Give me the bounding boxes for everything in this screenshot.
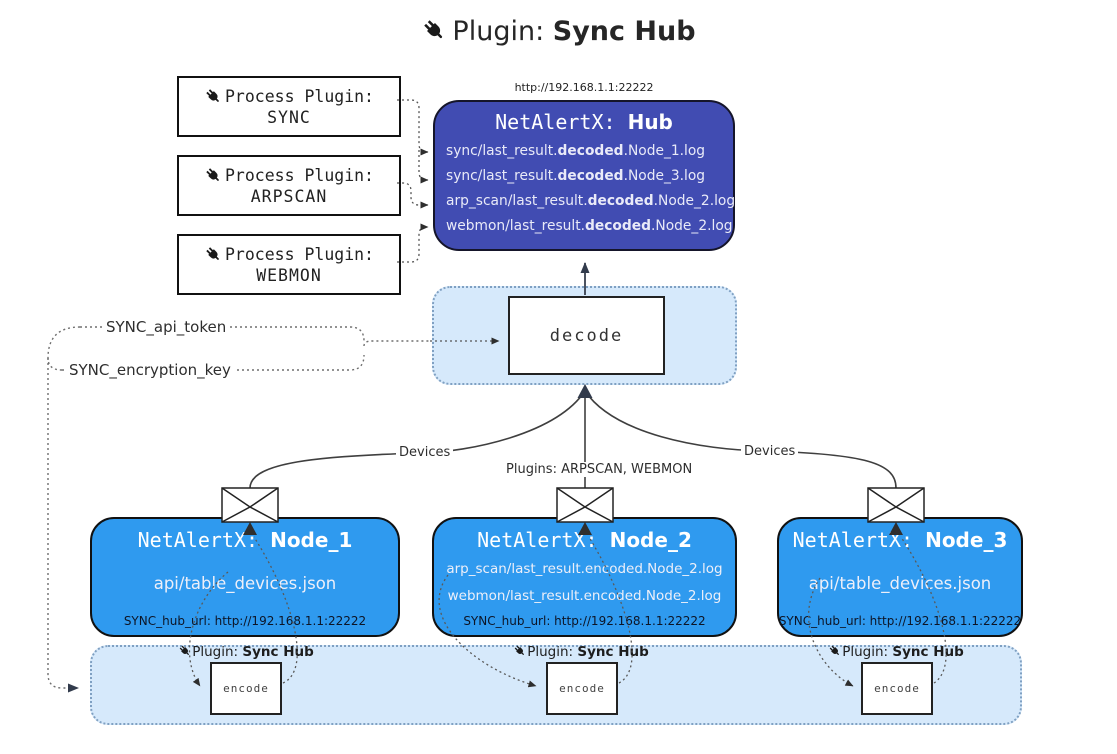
hub-log-line: sync/last_result.decoded.Node_1.log — [446, 143, 706, 159]
netalertx-node2-box: NetAlertX: Node_2 arp_scan/last_result.e… — [432, 517, 737, 637]
node-file-line: webmon/last_result.encoded.Node_2.log — [447, 588, 722, 604]
plug-icon — [206, 246, 219, 260]
hub-url-label: http://192.168.1.1:22222 — [514, 81, 654, 94]
title-prefix: Plugin: — [452, 16, 553, 47]
node-file-line: api/table_devices.json — [808, 573, 992, 593]
hub-log-line: webmon/last_result.decoded.Node_2.log — [446, 218, 733, 234]
node-hub-url: SYNC_hub_url: http://192.168.1.1:22222 — [463, 614, 706, 628]
node-file-line: api/table_devices.json — [153, 573, 337, 593]
process-plugin-sync-box: Process Plugin: SYNC — [177, 76, 401, 137]
plug-icon — [829, 645, 840, 655]
plug-icon — [179, 645, 190, 655]
devices-edge-label-right: Devices — [741, 444, 799, 459]
devices-edge-label-left: Devices — [396, 445, 454, 460]
wire-arpscan-line3 — [397, 182, 429, 209]
node-hub-url: SYNC_hub_url: http://192.168.1.1:22222 — [778, 614, 1022, 628]
hub-title-bold: Hub — [627, 110, 673, 134]
hub-title: NetAlertX: Hub — [435, 110, 733, 134]
process-plugin-webmon-box: Process Plugin: WEBMON — [177, 234, 401, 295]
wire-api-token-left — [47, 326, 81, 359]
node-file-line: arp_scan/last_result.encoded.Node_2.log — [446, 561, 723, 577]
process-plugin-label: Process Plugin: — [224, 244, 374, 264]
decode-box: decode — [508, 296, 665, 375]
encode-plugin-label: Plugin: Sync Hub — [796, 644, 996, 660]
encode-box: encode — [210, 662, 282, 715]
process-plugin-arpscan-box: Process Plugin: ARPSCAN — [177, 155, 401, 216]
encode-box: encode — [861, 662, 933, 715]
netalertx-node3-box: NetAlertX: Node_3 api/table_devices.json… — [777, 517, 1023, 637]
wire-settings-to-decode — [363, 340, 430, 347]
netalertx-node1-box: NetAlertX: Node_1 api/table_devices.json… — [90, 517, 400, 637]
node-title: NetAlertX: Node_3 — [792, 528, 1008, 552]
process-plugin-label: Process Plugin: — [224, 165, 374, 185]
wire-webmon-line4 — [397, 223, 429, 263]
wire-sync-line1 — [397, 99, 429, 156]
wire-sync-line2 — [418, 150, 429, 184]
arrow-nodes-to-decode — [577, 384, 593, 398]
plugin-hub-wires — [397, 99, 429, 263]
wire-encryption-key-left — [47, 357, 63, 371]
hub-log-line: arp_scan/last_result.decoded.Node_2.log — [446, 193, 736, 209]
plug-icon — [206, 167, 219, 181]
encode-plugin-label: Plugin: Sync Hub — [481, 644, 681, 660]
sync-api-token-label: SYNC_api_token — [103, 318, 230, 336]
process-plugin-name: ARPSCAN — [250, 186, 328, 206]
plugins-edge-label: Plugins: ARPSCAN, WEBMON — [503, 462, 696, 477]
sync-encryption-key-label: SYNC_encryption_key — [66, 361, 234, 379]
process-plugin-label: Process Plugin: — [224, 86, 374, 106]
hub-log-line: sync/last_result.decoded.Node_3.log — [446, 168, 706, 184]
process-plugin-name: SYNC — [267, 107, 311, 127]
plug-icon — [424, 20, 443, 39]
hub-title-prefix: NetAlertX: — [495, 110, 628, 134]
node-hub-url: SYNC_hub_url: http://192.168.1.1:22222 — [123, 614, 367, 628]
page-title: Plugin: Sync Hub — [0, 16, 1117, 47]
netalertx-hub-box: NetAlertX: Hub sync/last_result.decoded.… — [433, 100, 735, 251]
node-title: NetAlertX: Node_1 — [137, 528, 353, 552]
plug-icon — [206, 88, 219, 102]
node-title: NetAlertX: Node_2 — [477, 528, 692, 552]
title-bold: Sync Hub — [552, 16, 696, 47]
encode-box: encode — [546, 662, 618, 715]
wire-settings-to-encode-panel — [47, 358, 79, 693]
plug-icon — [514, 645, 525, 655]
process-plugin-name: WEBMON — [256, 265, 322, 285]
encode-plugin-label: Plugin: Sync Hub — [146, 644, 346, 660]
